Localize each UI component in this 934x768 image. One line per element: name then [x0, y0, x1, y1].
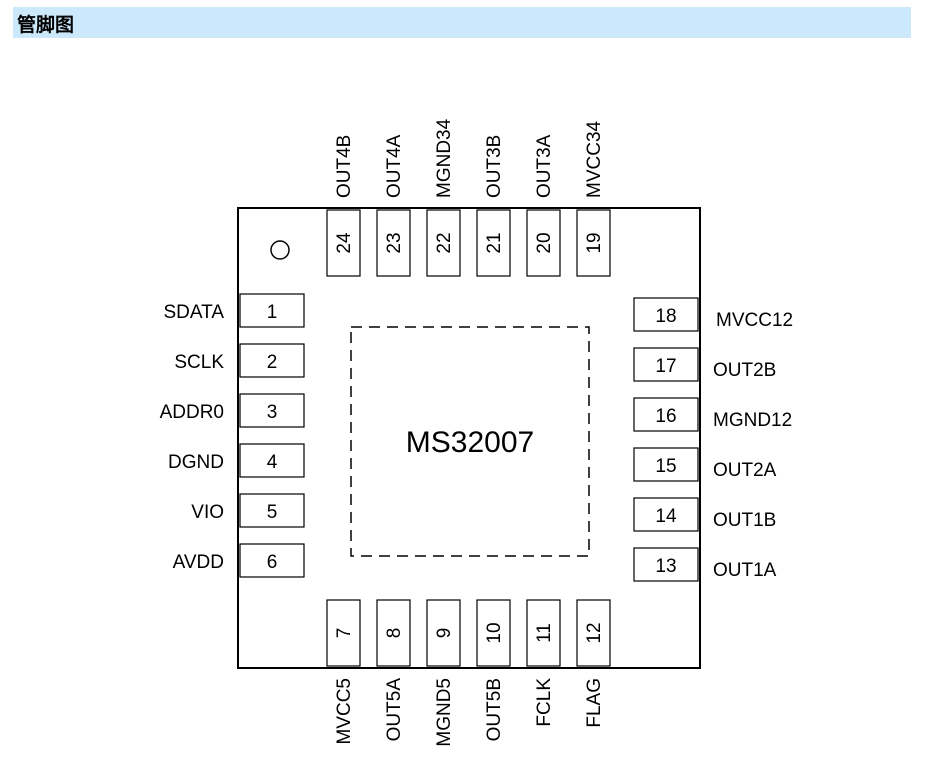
- pin-20: 20 OUT3A: [526, 134, 561, 277]
- right-pins: 18 MVCC12 17 OUT2B 16 MGND12 15 OUT2A 14…: [633, 297, 793, 582]
- pin-name: OUT4B: [334, 135, 355, 198]
- pin-name: OUT5B: [484, 678, 505, 741]
- pin-name: ADDR0: [160, 402, 224, 423]
- pin-name: OUT3A: [534, 134, 555, 198]
- pin-number: 10: [484, 622, 505, 643]
- pin-16: 16 MGND12: [633, 397, 792, 432]
- pin-name: OUT1A: [713, 560, 777, 581]
- pin-number: 20: [534, 232, 555, 253]
- pin-number: 3: [267, 402, 278, 423]
- pin-4: 4 DGND: [168, 443, 305, 478]
- pin-18: 18 MVCC12: [633, 297, 793, 332]
- pin-name: MGND12: [713, 410, 792, 431]
- pin-number: 1: [267, 302, 278, 323]
- pin-number: 11: [534, 623, 555, 643]
- pin-name: MGND5: [434, 678, 455, 747]
- pin-name: OUT2A: [713, 460, 777, 481]
- top-pins: 24 OUT4B 23 OUT4A 22 MGND34 21 OUT3B 20 …: [326, 118, 611, 277]
- pin-name: OUT4A: [384, 134, 405, 198]
- pin-number: 21: [484, 232, 505, 253]
- exposed-pad: [350, 326, 590, 557]
- left-pins: 1 SDATA 2 SCLK 3 ADDR0 4 DGND 5 VIO 6 AV…: [160, 293, 305, 578]
- pin-name: SDATA: [163, 302, 224, 323]
- pin-name: MVCC34: [584, 120, 605, 198]
- pin-number: 8: [384, 628, 405, 639]
- pin-number: 2: [267, 352, 278, 373]
- pin-9: 9 MGND5: [426, 599, 461, 747]
- pin-19: 19 MVCC34: [576, 120, 611, 277]
- pin-name: FCLK: [534, 678, 555, 727]
- pin-21: 21 OUT3B: [476, 135, 511, 277]
- pin-1: 1 SDATA: [163, 293, 305, 328]
- pin-number: 7: [334, 628, 355, 639]
- pin-24: 24 OUT4B: [326, 135, 361, 277]
- pin-number: 23: [384, 232, 405, 253]
- pin-number: 9: [434, 628, 455, 639]
- pin-name: OUT2B: [713, 360, 776, 381]
- section-title: 管脚图: [17, 14, 75, 36]
- pin-13: 13 OUT1A: [633, 547, 777, 582]
- pin-15: 15 OUT2A: [633, 447, 777, 482]
- pin-name: FLAG: [584, 678, 605, 728]
- pin-number: 12: [584, 622, 605, 643]
- pin-number: 22: [434, 232, 455, 253]
- pin-name: MGND34: [434, 118, 455, 198]
- pin-number: 19: [584, 232, 605, 253]
- pin-10: 10 OUT5B: [476, 599, 511, 741]
- section-header: 管脚图: [13, 7, 911, 38]
- pin-number: 18: [655, 306, 676, 327]
- pin-name: OUT1B: [713, 510, 776, 531]
- pin-23: 23 OUT4A: [376, 134, 411, 277]
- pin-22: 22 MGND34: [426, 118, 461, 277]
- pin-5: 5 VIO: [191, 493, 305, 528]
- pin-8: 8 OUT5A: [376, 599, 411, 742]
- chip-name: MS32007: [406, 426, 534, 459]
- pin-12: 12 FLAG: [576, 599, 611, 728]
- pin-number: 14: [655, 506, 677, 527]
- package-outline: [237, 207, 701, 669]
- pin-number: 24: [334, 232, 355, 254]
- pin-name: DGND: [168, 452, 224, 473]
- pin1-marker-icon: [270, 240, 290, 260]
- pin-number: 4: [267, 452, 278, 473]
- pin-14: 14 OUT1B: [633, 497, 776, 532]
- pin-name: VIO: [191, 502, 224, 523]
- pin-number: 6: [267, 552, 278, 573]
- pin-6: 6 AVDD: [173, 543, 305, 578]
- pin-number: 13: [655, 556, 676, 577]
- pin-3: 3 ADDR0: [160, 393, 305, 428]
- pin-name: AVDD: [173, 552, 224, 573]
- pin-name: MVCC5: [334, 678, 355, 745]
- pin-7: 7 MVCC5: [326, 599, 361, 745]
- pin-11: 11 FCLK: [526, 599, 561, 727]
- pin-name: OUT5A: [384, 678, 405, 742]
- pin-name: OUT3B: [484, 135, 505, 198]
- pin-name: MVCC12: [716, 310, 793, 331]
- pin-number: 17: [655, 356, 676, 377]
- pin-number: 15: [655, 456, 676, 477]
- pin-2: 2 SCLK: [174, 343, 305, 378]
- pin-name: SCLK: [174, 352, 224, 373]
- bottom-pins: 7 MVCC5 8 OUT5A 9 MGND5 10 OUT5B 11 FCLK…: [326, 599, 611, 747]
- pin-number: 5: [267, 502, 278, 523]
- pin-number: 16: [655, 406, 676, 427]
- pin-17: 17 OUT2B: [633, 347, 776, 382]
